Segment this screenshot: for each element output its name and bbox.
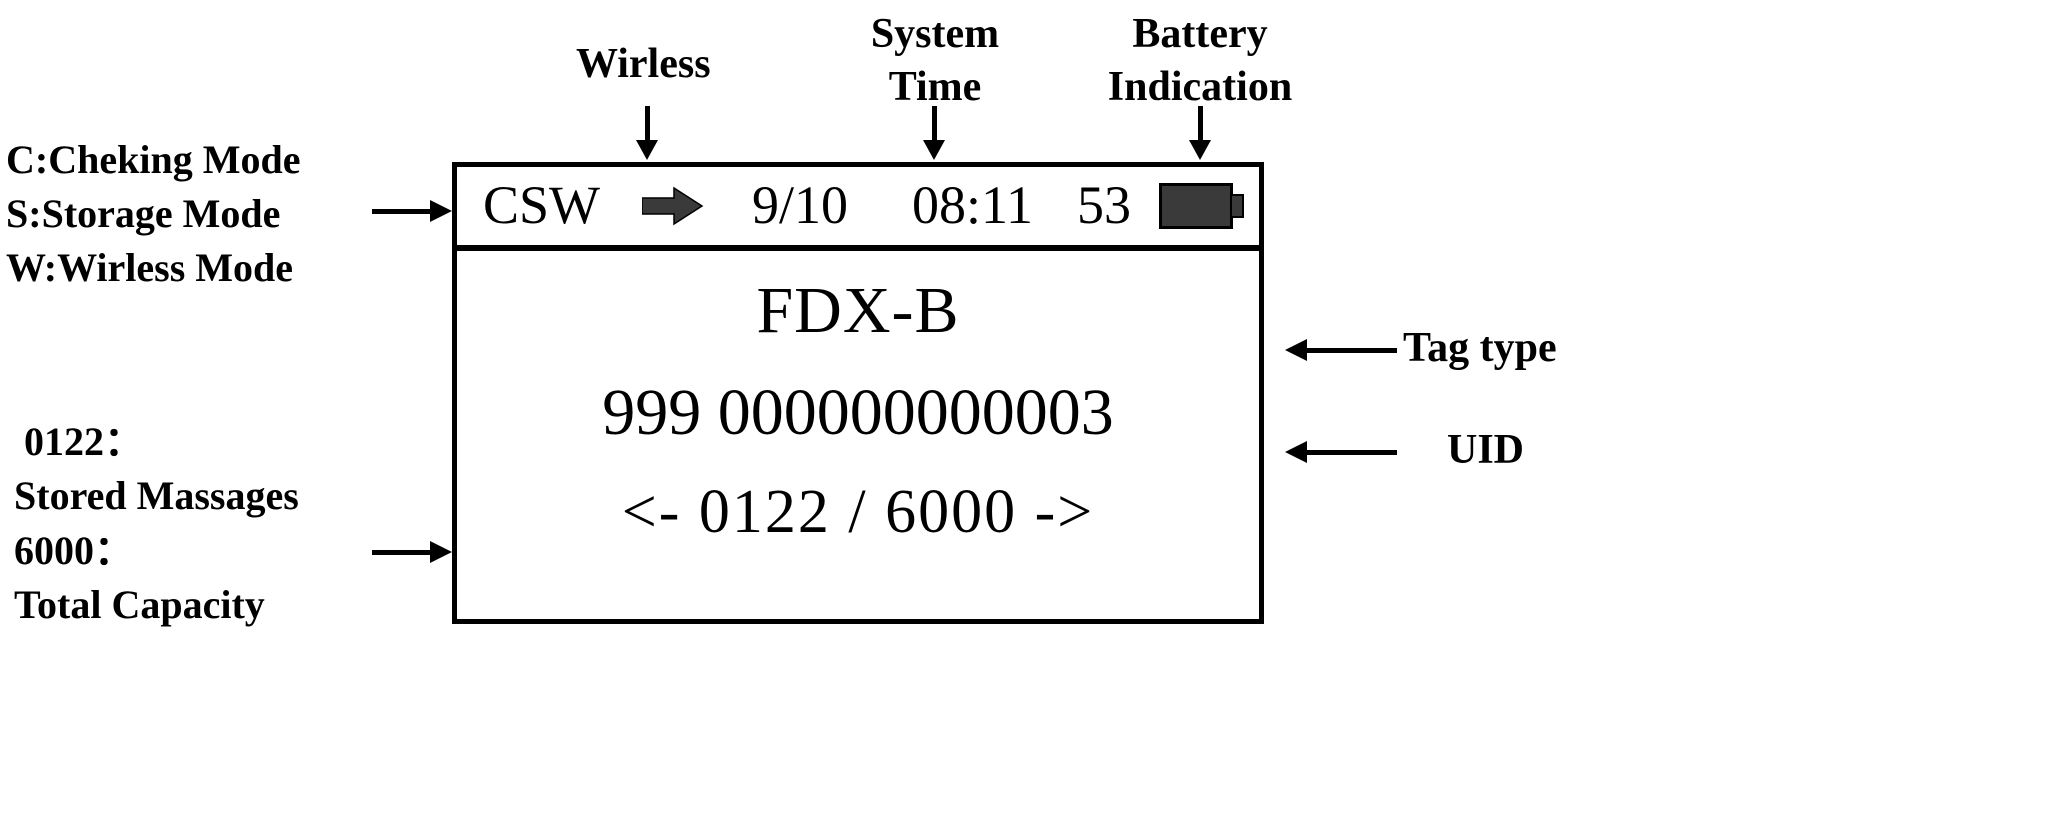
system-time: 08:11 [912, 174, 1033, 235]
system-date: 9/10 [752, 174, 849, 235]
mode-indicator[interactable]: CSW [483, 174, 601, 235]
wireless-annotation-label: Wirless [576, 41, 711, 87]
uid-annotation-label: UID [1447, 427, 1525, 473]
mode-legend-line-checking: C:Cheking Mode [6, 137, 301, 182]
battery-full-icon [1159, 183, 1245, 229]
device-lcd-screen: CSW 9/10 08:11 53 FDX-B 999 000000000003… [452, 162, 1264, 624]
record-navigation[interactable]: <- 0122 / 6000 -> [621, 478, 1095, 546]
total-capacity-value: 6000： [14, 528, 134, 573]
tag-type-annotation-label: Tag type [1403, 325, 1557, 371]
lcd-content-area: FDX-B 999 000000000003 <- 0122 / 6000 -> [457, 251, 1259, 617]
uid-value: 999 000000000003 [602, 376, 1114, 449]
mode-legend-line-storage: S:Storage Mode [6, 191, 281, 236]
stored-messages-value: 0122： [24, 419, 144, 464]
lcd-status-bar: CSW 9/10 08:11 53 [457, 167, 1259, 251]
mode-legend-line-wireless: W:Wirless Mode [6, 245, 294, 290]
battery-percent: 53 [1077, 174, 1131, 235]
tag-type-value: FDX-B [756, 274, 960, 347]
wireless-right-arrow-icon [641, 186, 704, 226]
battery-annotation-label: Battery Indication [1107, 11, 1293, 110]
system-time-annotation-label: System Time [870, 11, 1000, 110]
stored-messages-label: Stored Massages [14, 473, 299, 518]
total-capacity-label: Total Capacity [14, 582, 265, 627]
